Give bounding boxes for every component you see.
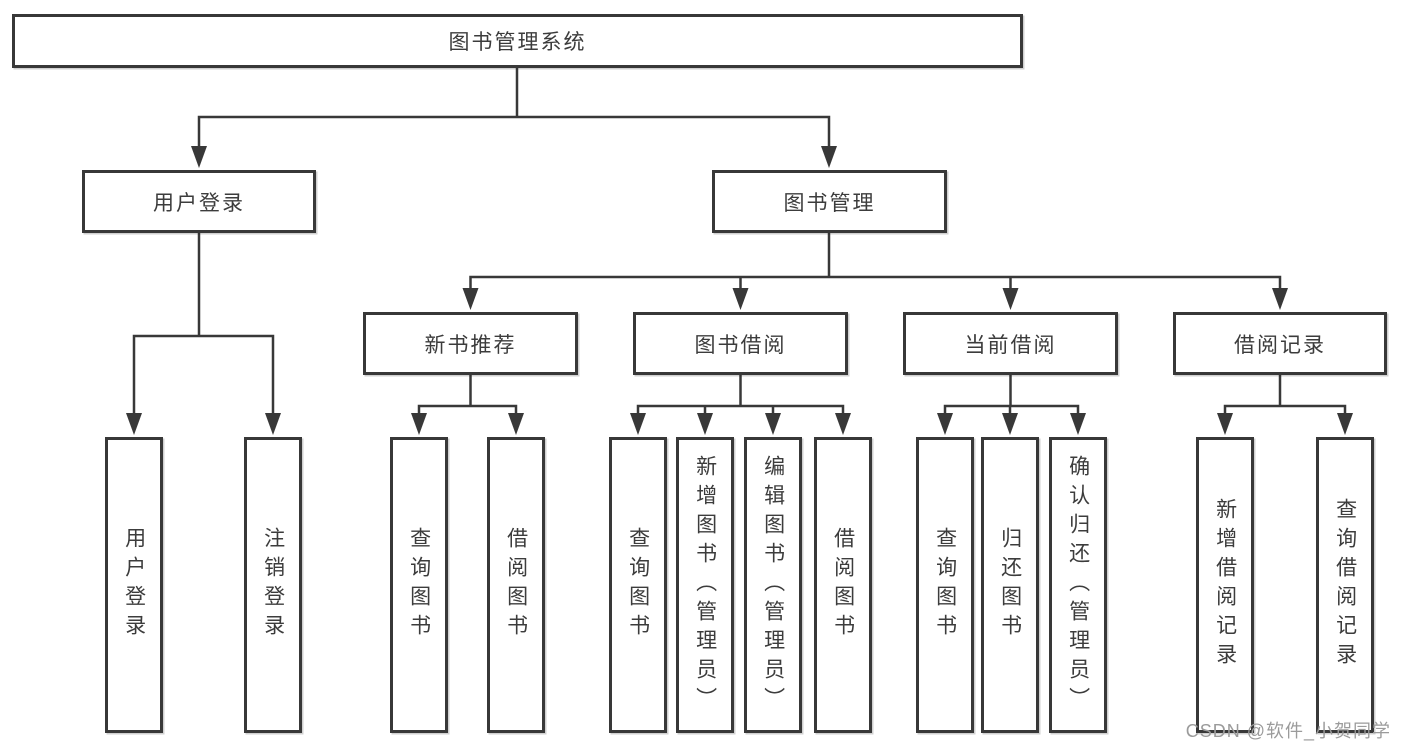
vertical-label: 用户登录	[122, 527, 146, 643]
leaf-logout: 注销登录	[244, 437, 302, 733]
connector-current-branch	[943, 373, 1080, 418]
leaf-query-borrow-record: 查询借阅记录	[1316, 437, 1374, 733]
node-label: 新书推荐	[424, 333, 517, 357]
leaf-edit-books-admin: 编辑图书（管理员）	[744, 437, 802, 733]
connector-borrow-branch	[636, 373, 845, 418]
vertical-label: 查询图书	[626, 527, 650, 643]
leaf-return-books: 归还图书	[981, 437, 1039, 733]
connector-book-mgmt-branch	[469, 231, 1282, 293]
node-label: 借阅记录	[1234, 333, 1326, 357]
node-label: 图书借阅	[694, 333, 787, 357]
leaf-add-borrow-record: 新增借阅记录	[1196, 437, 1254, 733]
vertical-label: 归还图书	[998, 527, 1022, 643]
arrowheads	[126, 146, 1353, 435]
leaf-user-login: 用户登录	[105, 437, 163, 733]
vertical-label: 查询图书	[933, 527, 957, 643]
node-library-management-system: 图书管理系统	[12, 14, 1023, 68]
leaf-add-books-admin: 新增图书（管理员）	[676, 437, 734, 733]
vertical-label: 注销登录	[261, 527, 285, 643]
node-label: 图书管理	[783, 191, 876, 215]
connector-new-rec-branch	[417, 373, 518, 418]
node-borrowing-records: 借阅记录	[1173, 312, 1387, 375]
vertical-label: 新增借阅记录	[1213, 498, 1237, 672]
node-book-borrowing: 图书借阅	[633, 312, 848, 375]
vertical-label: 查询图书	[407, 527, 431, 643]
leaf-borrow-query-books: 查询图书	[609, 437, 667, 733]
node-current-borrowing: 当前借阅	[903, 312, 1118, 375]
leaf-borrow-books: 借阅图书	[814, 437, 872, 733]
connector-records-branch	[1223, 373, 1347, 418]
connector-root-to-level2	[197, 66, 831, 152]
leaf-current-query-books: 查询图书	[916, 437, 974, 733]
vertical-label: 借阅图书	[504, 527, 528, 643]
node-label: 用户登录	[153, 191, 245, 215]
leaf-confirm-return-admin: 确认归还（管理员）	[1049, 437, 1107, 733]
vertical-label: 编辑图书（管理员）	[761, 454, 785, 716]
csdn-watermark: CSDN @软件_小贺同学	[1185, 721, 1391, 741]
node-label: 当前借阅	[964, 333, 1057, 357]
vertical-label: 借阅图书	[831, 527, 855, 643]
node-new-book-recommendation: 新书推荐	[363, 312, 578, 375]
connector-user-login-branch	[132, 231, 275, 418]
vertical-label: 确认归还（管理员）	[1066, 454, 1090, 716]
vertical-label: 新增图书（管理员）	[693, 454, 717, 716]
vertical-label: 查询借阅记录	[1333, 498, 1357, 672]
leaf-rec-query-books: 查询图书	[390, 437, 448, 733]
node-book-management: 图书管理	[712, 170, 947, 233]
node-label: 图书管理系统	[448, 31, 587, 54]
leaf-rec-borrow-books: 借阅图书	[487, 437, 545, 733]
node-user-login: 用户登录	[82, 170, 316, 233]
